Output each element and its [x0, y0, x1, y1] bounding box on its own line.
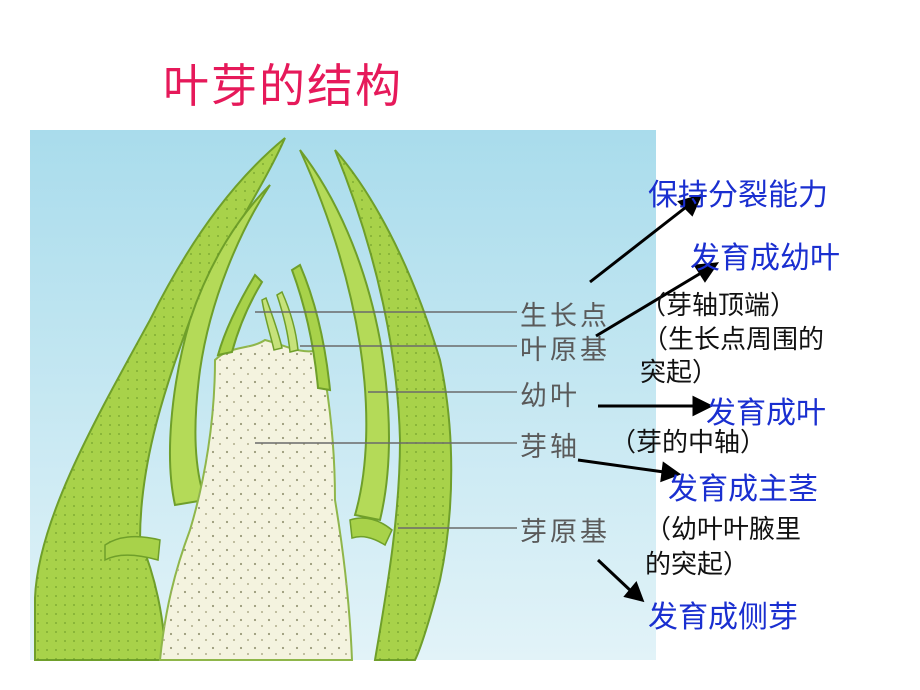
- young-leaf-left: [216, 273, 264, 357]
- leaf-primordium-2: [276, 290, 299, 353]
- outcome-bud-axis: 发育成主茎: [668, 472, 818, 507]
- bud-primordium-right: [349, 517, 393, 547]
- leaf-primordium-1: [261, 296, 283, 351]
- label-bud-axis: 芽轴: [520, 432, 580, 463]
- note-bud-axis: （芽的中轴）: [610, 428, 767, 458]
- note-growing-point: （芽轴顶端）: [640, 291, 797, 321]
- label-growing-point: 生长点: [520, 301, 610, 332]
- arrow-leaf-primordium: [595, 268, 707, 338]
- note-leaf-primordium-line1: （生长点周围的: [642, 325, 825, 355]
- arrow-growing-point: [589, 202, 691, 284]
- outcome-bud-primordium: 发育成侧芽: [648, 600, 798, 635]
- arrow-bud-primordium: [596, 558, 634, 594]
- note-leaf-primordium-line2: 突起）: [640, 358, 719, 388]
- label-bud-primordium: 芽原基: [520, 517, 610, 548]
- outcome-young-leaf: 发育成叶: [706, 396, 826, 431]
- outcome-arrows: [577, 193, 720, 603]
- note-bud-primordium-line1: （幼叶叶腋里: [645, 515, 802, 545]
- label-young-leaf: 幼叶: [520, 381, 580, 412]
- note-bud-primordium-line2: 的突起）: [645, 550, 750, 580]
- arrow-bud-axis: [577, 458, 665, 474]
- label-leaf-primordium: 叶原基: [520, 335, 610, 366]
- outcome-growing-point: 保持分裂能力: [648, 178, 828, 213]
- bud-primordium-left: [104, 535, 161, 562]
- outcome-leaf-primordium: 发育成幼叶: [690, 241, 840, 276]
- young-leaf-right: [290, 263, 332, 392]
- page-title: 叶芽的结构: [163, 59, 403, 113]
